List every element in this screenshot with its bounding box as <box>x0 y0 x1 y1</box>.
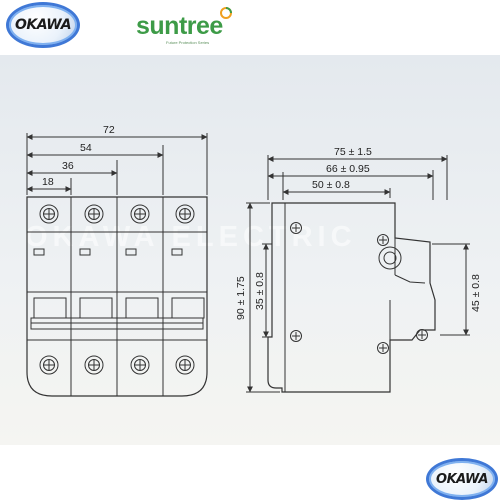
front-body-outline <box>26 196 208 397</box>
handle-1 <box>33 297 67 319</box>
okawa-logo-bottom-text: OKAWA <box>436 471 488 487</box>
handle-2 <box>79 297 113 319</box>
side-view <box>246 155 470 393</box>
dim-label-36: 36 <box>62 160 74 172</box>
handle-pivot <box>378 246 402 270</box>
dim-label-50: 50 ± 0.8 <box>312 179 350 191</box>
dim-label-66: 66 ± 0.95 <box>326 163 370 175</box>
suntree-tagline: Future Protection Series <box>166 40 210 45</box>
watermark-text: OKAWA ELECTRIC <box>25 221 357 253</box>
handle-4 <box>171 297 205 319</box>
side-rivets <box>290 222 428 354</box>
front-view <box>26 133 208 397</box>
dim-label-35: 35 ± 0.8 <box>254 272 266 310</box>
side-body-outline <box>267 202 436 393</box>
bottom-terminal-screws <box>39 355 195 375</box>
dim-label-54: 54 <box>80 142 92 154</box>
dim-label-18: 18 <box>42 176 54 188</box>
dim-label-45: 45 ± 0.8 <box>470 274 482 312</box>
suntree-logo: suntree Future Protection Series <box>136 7 246 48</box>
okawa-logo-text: OKAWA <box>14 17 72 33</box>
okawa-logo: OKAWA <box>6 2 80 48</box>
dim-label-90: 90 ± 1.75 <box>235 276 247 320</box>
dim-label-72: 72 <box>103 124 115 136</box>
leaf-icon <box>220 7 232 19</box>
handle-3 <box>125 297 159 319</box>
suntree-brand-name: suntree <box>136 12 223 40</box>
dim-label-75: 75 ± 1.5 <box>334 146 372 158</box>
okawa-logo-bottom: OKAWA <box>426 458 498 500</box>
top-terminal-screws <box>39 204 195 224</box>
